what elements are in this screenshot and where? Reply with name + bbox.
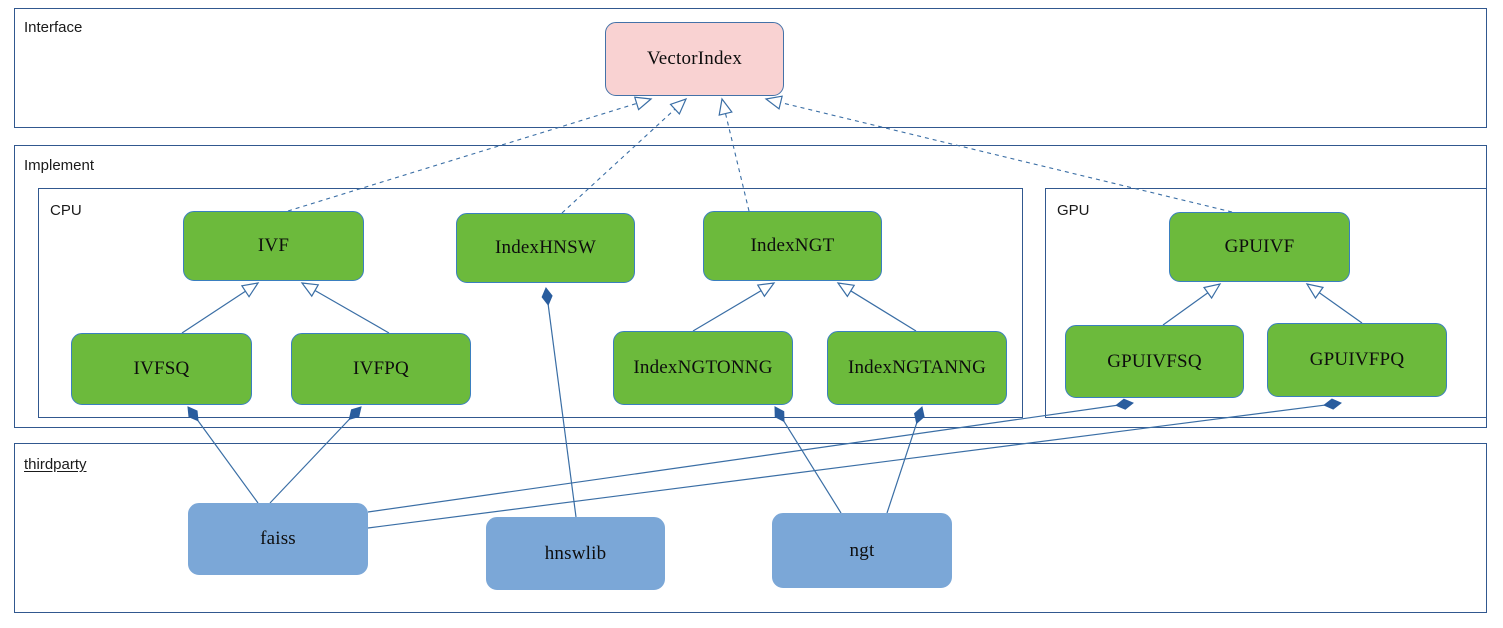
class-node-indexngtanng[interactable]: IndexNGTANNG (827, 331, 1007, 405)
group-label-cpu: CPU (50, 202, 82, 219)
class-node-gpuivf[interactable]: GPUIVF (1169, 212, 1350, 282)
class-node-ngt[interactable]: ngt (772, 513, 952, 588)
class-node-indexhnsw[interactable]: IndexHNSW (456, 213, 635, 283)
class-node-vectorindex[interactable]: VectorIndex (605, 22, 784, 96)
group-label-implement: Implement (24, 157, 95, 174)
group-label-thirdparty: thirdparty (24, 456, 87, 473)
class-node-label: VectorIndex (646, 48, 743, 69)
class-node-ivf[interactable]: IVF (183, 211, 364, 281)
class-node-label: GPUIVFSQ (1107, 350, 1202, 372)
class-node-label: ngt (849, 539, 875, 561)
class-node-label: IndexNGTANNG (847, 357, 987, 378)
class-node-faiss[interactable]: faiss (188, 503, 368, 575)
class-node-hnswlib[interactable]: hnswlib (486, 517, 665, 590)
class-node-label: faiss (260, 528, 296, 549)
group-label-gpu: GPU (1057, 202, 1090, 219)
group-label-interface: Interface (24, 19, 83, 36)
class-node-label: IndexNGT (750, 235, 835, 256)
class-node-label: IVFPQ (353, 358, 409, 379)
group-box-interface (14, 8, 1487, 128)
class-node-ivfpq[interactable]: IVFPQ (291, 333, 471, 405)
class-node-gpuivfpq[interactable]: GPUIVFPQ (1267, 323, 1447, 397)
class-node-indexngt[interactable]: IndexNGT (703, 211, 882, 281)
class-node-label: hnswlib (544, 542, 607, 564)
class-node-ivfsq[interactable]: IVFSQ (71, 333, 252, 405)
class-node-label: IndexHNSW (494, 237, 596, 258)
class-node-indexngtonng[interactable]: IndexNGTONNG (613, 331, 793, 405)
class-node-label: GPUIVF (1224, 236, 1295, 257)
class-node-label: GPUIVFPQ (1309, 349, 1405, 370)
class-node-label: IVFSQ (133, 358, 190, 379)
class-node-label: IndexNGTONNG (633, 357, 773, 378)
class-node-gpuivfsq[interactable]: GPUIVFSQ (1065, 325, 1244, 398)
class-node-label: IVF (257, 235, 290, 256)
